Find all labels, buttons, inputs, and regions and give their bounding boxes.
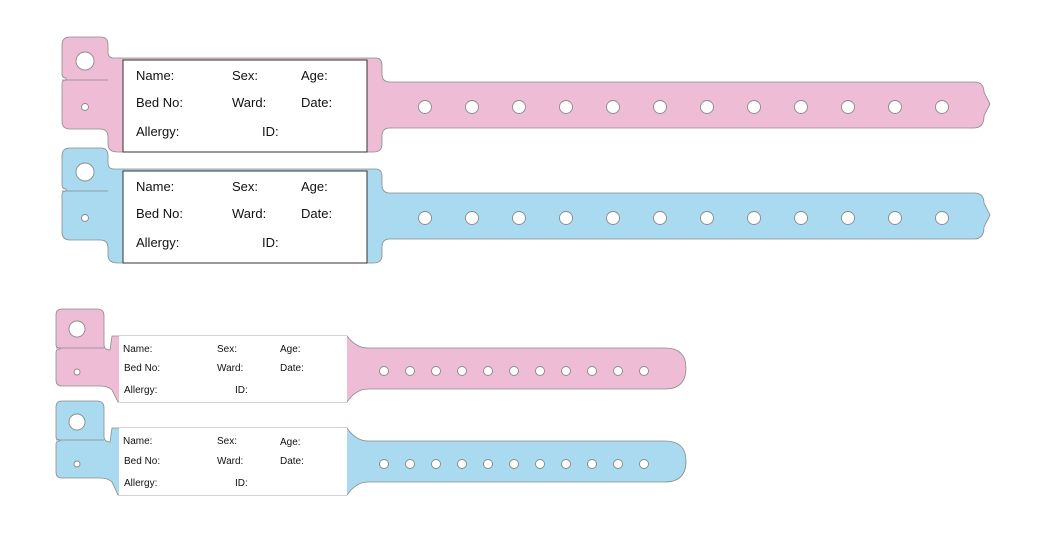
bed-no-label: Bed No: xyxy=(124,363,160,374)
adjustment-hole xyxy=(509,459,519,469)
age-label: Age: xyxy=(280,437,301,448)
adjustment-hole xyxy=(653,211,667,225)
bed-no-label: Bed No: xyxy=(136,206,183,221)
small-hole xyxy=(81,103,89,111)
adjustment-hole xyxy=(888,211,902,225)
id-label: ID: xyxy=(235,478,248,489)
id-label: ID: xyxy=(262,235,279,250)
date-label: Date: xyxy=(280,456,304,467)
adjustment-hole xyxy=(700,100,714,114)
adjustment-hole xyxy=(379,366,389,376)
sex-label: Sex: xyxy=(232,179,258,194)
adjustment-hole xyxy=(639,366,649,376)
label-card xyxy=(122,170,368,264)
bed-no-label: Bed No: xyxy=(124,456,160,467)
adjustment-hole xyxy=(841,100,855,114)
adjustment-hole xyxy=(935,211,949,225)
allergy-label: Allergy: xyxy=(136,124,179,139)
name-label: Name: xyxy=(136,68,174,83)
adjustment-hole xyxy=(465,211,479,225)
wristband-small-blue: Name: Sex: Age: Bed No: Ward: Date: Alle… xyxy=(55,400,687,496)
adjustment-hole xyxy=(794,100,808,114)
snap-hole xyxy=(68,320,86,338)
adjustment-holes xyxy=(418,100,949,114)
wristband-large-blue: Name: Sex: Age: Bed No: Ward: Date: Alle… xyxy=(61,147,991,264)
name-label: Name: xyxy=(123,344,152,355)
adjustment-hole xyxy=(431,366,441,376)
name-label: Name: xyxy=(136,179,174,194)
adjustment-hole xyxy=(405,366,415,376)
adjustment-hole xyxy=(613,366,623,376)
adjustment-hole xyxy=(559,211,573,225)
adjustment-hole xyxy=(606,211,620,225)
small-hole xyxy=(73,368,81,376)
ward-label: Ward: xyxy=(217,456,243,467)
adjustment-hole xyxy=(794,211,808,225)
adjustment-hole xyxy=(561,366,571,376)
id-label: ID: xyxy=(262,124,279,139)
adjustment-hole xyxy=(512,211,526,225)
sex-label: Sex: xyxy=(217,436,237,447)
ward-label: Ward: xyxy=(217,363,243,374)
id-label: ID: xyxy=(235,385,248,396)
date-label: Date: xyxy=(301,95,332,110)
adjustment-hole xyxy=(535,366,545,376)
sex-label: Sex: xyxy=(217,344,237,355)
adjustment-hole xyxy=(587,366,597,376)
adjustment-hole xyxy=(559,100,573,114)
adjustment-hole xyxy=(747,211,761,225)
allergy-label: Allergy: xyxy=(124,385,157,396)
small-hole xyxy=(73,460,81,468)
snap-hole xyxy=(68,413,86,431)
wristband-small-pink: Name: Sex: Age: Bed No: Ward: Date: Alle… xyxy=(55,308,687,403)
adjustment-hole xyxy=(935,100,949,114)
adjustment-hole xyxy=(587,459,597,469)
adjustment-hole xyxy=(561,459,571,469)
adjustment-hole xyxy=(747,100,761,114)
adjustment-hole xyxy=(613,459,623,469)
allergy-label: Allergy: xyxy=(124,478,157,489)
adjustment-hole xyxy=(700,211,714,225)
ward-label: Ward: xyxy=(232,206,266,221)
adjustment-hole xyxy=(535,459,545,469)
bed-no-label: Bed No: xyxy=(136,95,183,110)
adjustment-holes xyxy=(379,459,649,469)
snap-hole xyxy=(75,162,95,182)
adjustment-hole xyxy=(888,100,902,114)
adjustment-hole xyxy=(841,211,855,225)
adjustment-hole xyxy=(512,100,526,114)
name-label: Name: xyxy=(123,436,152,447)
date-label: Date: xyxy=(280,363,304,374)
adjustment-hole xyxy=(509,366,519,376)
small-hole xyxy=(81,214,89,222)
adjustment-hole xyxy=(418,100,432,114)
adjustment-holes xyxy=(418,211,949,225)
adjustment-hole xyxy=(639,459,649,469)
adjustment-hole xyxy=(653,100,667,114)
sex-label: Sex: xyxy=(232,68,258,83)
adjustment-hole xyxy=(405,459,415,469)
wristband-large-pink: Name: Sex: Age: Bed No: Ward: Date: Alle… xyxy=(61,36,991,153)
adjustment-holes xyxy=(379,366,649,376)
adjustment-hole xyxy=(465,100,479,114)
adjustment-hole xyxy=(606,100,620,114)
label-card xyxy=(122,59,368,153)
age-label: Age: xyxy=(280,344,301,355)
age-label: Age: xyxy=(301,179,328,194)
ward-label: Ward: xyxy=(232,95,266,110)
date-label: Date: xyxy=(301,206,332,221)
age-label: Age: xyxy=(301,68,328,83)
label-card xyxy=(119,428,347,495)
adjustment-hole xyxy=(483,459,493,469)
adjustment-hole xyxy=(483,366,493,376)
snap-hole xyxy=(75,51,95,71)
adjustment-hole xyxy=(457,459,467,469)
allergy-label: Allergy: xyxy=(136,235,179,250)
label-card xyxy=(119,336,347,402)
adjustment-hole xyxy=(431,459,441,469)
adjustment-hole xyxy=(457,366,467,376)
adjustment-hole xyxy=(379,459,389,469)
adjustment-hole xyxy=(418,211,432,225)
